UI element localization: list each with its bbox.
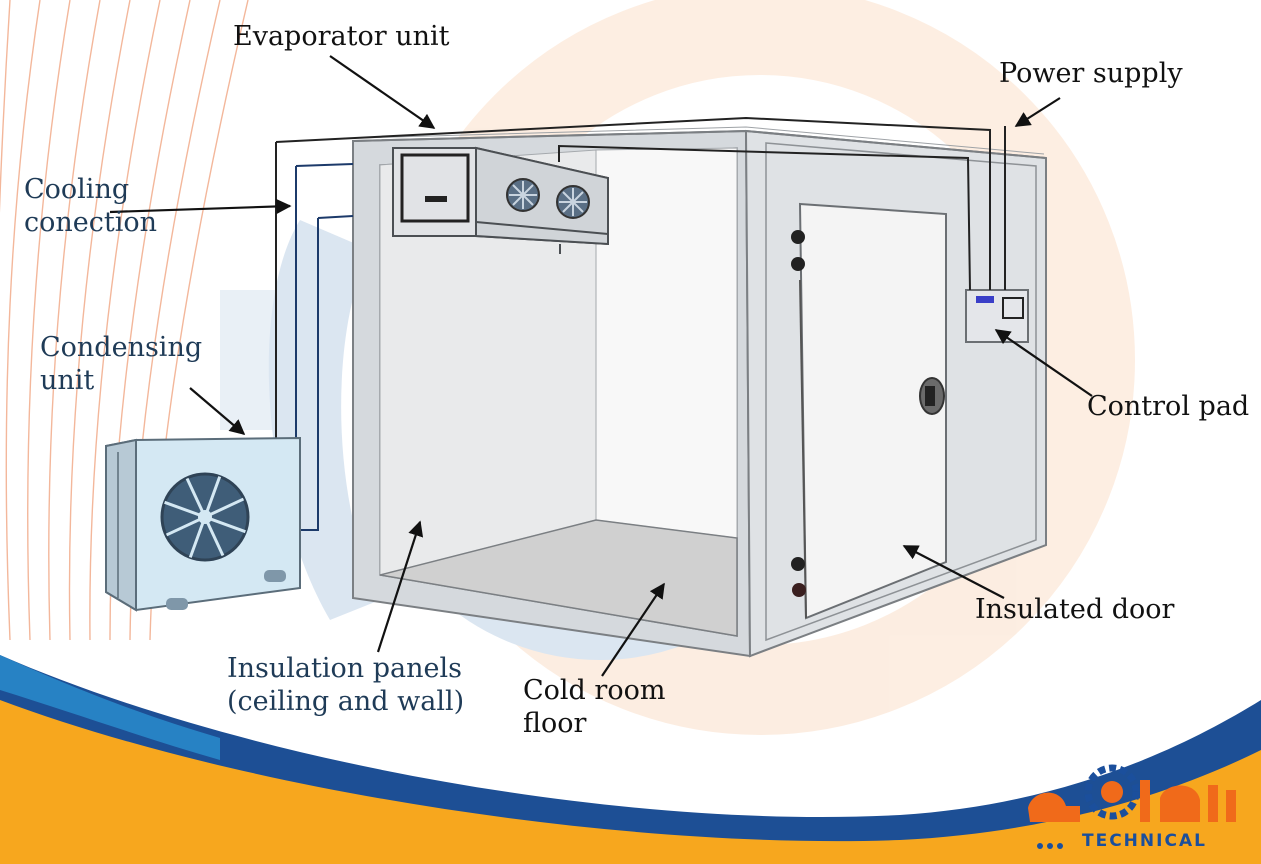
label-control-pad: Control pad	[1087, 391, 1250, 422]
arrow-evaporator	[329, 55, 436, 129]
arrow-condensing-unit	[189, 387, 246, 435]
label-power-supply: Power supply	[999, 58, 1183, 89]
arrow-power-supply	[1014, 97, 1061, 127]
control-pad	[965, 289, 1029, 343]
label-insulation-panels-line1: Insulation panels	[227, 653, 462, 684]
label-cooling-connection-line1: Cooling	[24, 174, 130, 205]
technical-logo	[1028, 764, 1236, 849]
label-condensing-unit: Condensing unit	[40, 331, 202, 397]
label-cooling-connection-line2: conection	[24, 207, 157, 238]
door-hinge	[791, 230, 805, 244]
arrow-insulated-door	[902, 545, 1005, 599]
arrow-cold-room-floor	[601, 582, 665, 677]
label-condensing-unit-line2: unit	[40, 365, 95, 396]
label-insulation-panels-line2: (ceiling and wall)	[227, 686, 465, 717]
arrow-insulation-panels	[376, 520, 424, 653]
label-cold-room-floor-line2: floor	[523, 708, 587, 739]
label-cold-room-floor-line1: Cold room	[523, 675, 666, 706]
cold-room	[275, 116, 1047, 658]
evaporator-unit	[392, 146, 609, 254]
label-condensing-unit-line1: Condensing	[40, 332, 203, 363]
cooling-connection	[275, 142, 354, 531]
logo-wordmark: TECHNICAL	[1082, 831, 1207, 851]
footer-wave	[0, 655, 1261, 864]
label-cold-room-floor: Cold room floor	[523, 674, 665, 740]
label-evaporator-unit: Evaporator unit	[233, 21, 450, 52]
callout-arrows	[109, 55, 1093, 677]
door-hinge	[791, 557, 805, 571]
power-cable	[275, 116, 1006, 291]
label-cooling-connection: Cooling conection	[24, 173, 157, 239]
condensing-unit	[105, 142, 354, 612]
arrow-cooling-connection	[109, 198, 292, 215]
label-insulation-panels: Insulation panels (ceiling and wall)	[227, 652, 464, 718]
decorative-lines	[0, 0, 249, 641]
label-insulated-door: Insulated door	[975, 594, 1175, 625]
door-hinge	[792, 583, 806, 597]
arrow-control-pad	[994, 329, 1093, 397]
door-hinge	[791, 257, 805, 271]
